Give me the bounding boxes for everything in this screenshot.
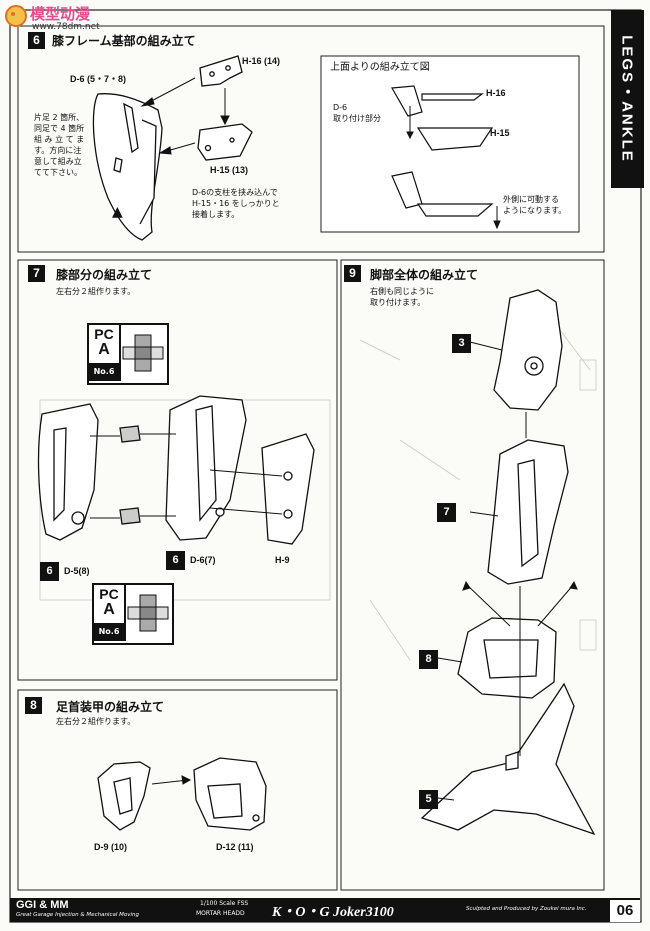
pc-letter: A — [103, 601, 115, 618]
pc-number: No.6 — [89, 363, 119, 381]
section-7-note: 左右分２組作ります。 — [56, 287, 136, 296]
section-7-number: 7 — [28, 265, 45, 282]
section-9-number: 9 — [344, 265, 361, 282]
callout-part-7: 7 — [437, 503, 456, 522]
pc-joint-icon — [127, 594, 169, 632]
watermark-brand: 模型动漫 — [30, 5, 91, 23]
inset-label-h16: H-16 — [486, 88, 506, 98]
svg-text:▲: ▲ — [112, 204, 123, 220]
pc-badge: PC A No.6 — [89, 325, 121, 381]
watermark-logo-mark — [5, 5, 27, 27]
section-8-note: 左右分２組作ります。 — [56, 717, 136, 726]
pc-joint-icon — [122, 334, 164, 372]
section-9-note-line: 取り付けます。 — [370, 298, 426, 307]
label-d9-10: D-9 (10) — [94, 842, 128, 852]
pc-badge: PC A No.6 — [94, 585, 126, 641]
callout-part-3: 3 — [452, 334, 471, 353]
section-6-number: 6 — [28, 32, 45, 49]
callout-d6: 6 — [166, 551, 185, 570]
label-d12-11: D-12 (11) — [216, 842, 254, 852]
inset-d6-note: D-6 取り付け部分 — [333, 102, 381, 124]
pc-letter: A — [98, 341, 110, 358]
note-left-line: てて下さい。 — [34, 168, 82, 177]
section-6-title: 膝フレーム基部の組み立て — [52, 34, 196, 48]
watermark-url: www.78dm.net — [32, 22, 100, 32]
pc-part-box-bottom: PC A No.6 — [92, 583, 174, 645]
note-bottom-line: 接着します。 — [192, 210, 240, 219]
side-tab-label: LEGS・ANKLE — [618, 35, 635, 163]
side-tab: LEGS・ANKLE — [611, 10, 644, 188]
section-9-note-line: 右側も同じように — [370, 287, 434, 296]
pc-part-box-top: PC A No.6 — [87, 323, 169, 385]
inset-drawing — [391, 85, 501, 230]
callout-d5: 6 — [40, 562, 59, 581]
section-7-drawing — [37, 395, 315, 545]
section-9-note: 右側も同じように 取り付けます。 — [370, 286, 434, 308]
inset-move-line: ようになります。 — [503, 206, 567, 215]
inset-move-note: 外側に可動する ようになります。 — [503, 194, 566, 216]
footer-brand: GGI & MM — [16, 899, 69, 911]
note-bottom-line: H-15・16 をしっかりと — [192, 199, 280, 208]
pc-label: PC — [94, 326, 114, 342]
callout-part-5: 5 — [419, 790, 438, 809]
inset-d6-line: D-6 — [333, 103, 348, 112]
note-left-line: 同足で 4 箇所 — [34, 124, 85, 133]
section-8-drawing — [97, 757, 267, 831]
section-9-title: 脚部全体の組み立て — [370, 268, 479, 282]
section-8-title: 足首装甲の組み立て — [56, 700, 165, 714]
pc-label: PC — [99, 586, 119, 602]
note-left-line: 片足 2 箇所、 — [34, 113, 85, 122]
inset-move-line: 外側に可動する — [503, 195, 559, 204]
footer-model: MORTAR HEADD — [196, 910, 245, 917]
note-left-line: す。方向に注 — [34, 146, 82, 155]
section-6-note-bottom: D-6の支柱を挟み込んで H-15・16 をしっかりと 接着します。 — [192, 187, 280, 220]
footer-scale: 1/100 Scale FSS — [200, 900, 249, 907]
label-h9: H-9 — [275, 555, 290, 565]
section-6-note-left: 片足 2 箇所、 同足で 4 箇所 組 み 立 て ま す。方向に注 意して組み… — [34, 112, 84, 178]
section-7-title: 膝部分の組み立て — [56, 268, 153, 282]
inset-d6-line: 取り付け部分 — [333, 114, 381, 123]
footer-brand-sub: Great Garage Injection & Mechanical Movi… — [16, 912, 139, 918]
inset-label-h15: H-15 — [490, 128, 510, 138]
label-d6-7: D-6(7) — [190, 555, 216, 565]
note-bottom-line: D-6の支柱を挟み込んで — [192, 188, 278, 197]
page-number: 06 — [610, 900, 640, 922]
inset-title: 上面よりの組み立て図 — [330, 62, 430, 73]
footer-credit: Sculpted and Produced by Zoukei mura Inc… — [466, 906, 587, 912]
watermark-logo: 模型动漫 www.78dm.net — [4, 3, 116, 33]
label-d5-8: D-5(8) — [64, 566, 90, 576]
callout-part-8: 8 — [419, 650, 438, 669]
section-9-drawing — [420, 289, 596, 836]
label-h15-13: H-15 (13) — [210, 165, 249, 175]
section-6-drawing: ▲ — [92, 55, 253, 241]
pc-number: No.6 — [94, 623, 124, 641]
footer-title: K・O・G Joker3100 — [272, 905, 394, 920]
label-d6-578: D-6 (5・7・8) — [70, 74, 127, 84]
label-h16-14: H-16 (14) — [242, 56, 281, 66]
note-left-line: 意して組み立 — [34, 157, 82, 166]
section-8-number: 8 — [25, 697, 42, 714]
note-left-line: 組 み 立 て ま — [34, 135, 85, 144]
footer-bar: GGI & MM Great Garage Injection & Mechan… — [10, 898, 640, 922]
